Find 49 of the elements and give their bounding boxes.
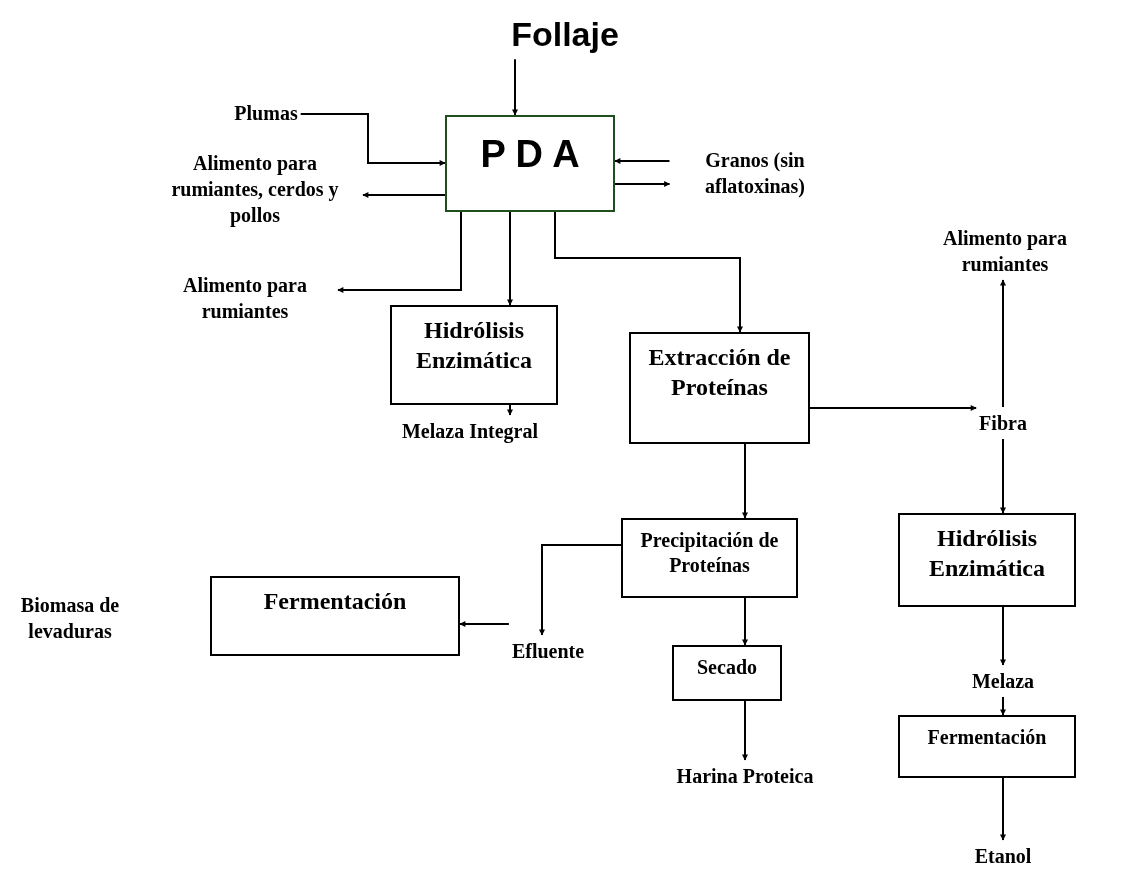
flow-label: Melaza Integral	[401, 418, 539, 444]
flow-label: Granos (sin aflatoxinas)	[672, 147, 838, 199]
arrow	[742, 700, 748, 761]
flow-label: Melaza	[971, 668, 1035, 694]
arrow	[809, 405, 978, 411]
arrow	[512, 58, 518, 116]
arrow	[1000, 279, 1006, 408]
arrow	[299, 113, 446, 166]
process-label: Hidrólisis Enzimática	[928, 524, 1046, 583]
flow-label: Harina Proteica	[676, 763, 814, 789]
arrow	[1000, 696, 1006, 716]
output-label: Biomasa de levaduras	[19, 593, 121, 644]
process-box	[898, 715, 1076, 778]
arrow	[1000, 438, 1006, 514]
arrow	[742, 443, 748, 519]
arrow	[614, 158, 671, 164]
process-label: Fermentación	[926, 725, 1048, 750]
flow-label: Alimento para rumiantes	[155, 272, 335, 324]
process-label: Precipitación de Proteínas	[639, 528, 780, 578]
arrow	[459, 621, 510, 627]
arrow	[539, 544, 622, 636]
arrow	[554, 211, 743, 333]
process-box	[672, 645, 782, 701]
arrow	[1000, 777, 1006, 841]
flow-label: Plumas	[234, 100, 298, 126]
process-box	[621, 518, 798, 598]
arrow	[742, 597, 748, 646]
flow-label: Efluente	[511, 638, 585, 664]
process-label: Fermentación	[262, 587, 408, 616]
arrow	[362, 192, 446, 198]
arrow	[507, 404, 513, 416]
process-box	[210, 576, 460, 656]
process-label: Secado	[696, 655, 758, 680]
arrow	[337, 211, 462, 293]
process-box	[898, 513, 1076, 607]
flow-label: Fibra	[979, 410, 1027, 436]
process-label: Extracción de Proteínas	[647, 343, 792, 402]
arrow	[614, 181, 671, 187]
process-box	[629, 332, 810, 444]
flow-label: Alimento para rumiantes, cerdos y pollos	[150, 150, 360, 228]
flow-label: Alimento para rumiantes	[917, 225, 1093, 277]
flow-label: Follaje	[511, 12, 619, 57]
arrow	[507, 211, 513, 306]
flow-label: Etanol	[974, 843, 1032, 869]
process-label: P D A	[479, 135, 581, 173]
process-label: Hidrólisis Enzimática	[415, 316, 533, 375]
arrow	[1000, 606, 1006, 666]
process-box	[445, 115, 615, 212]
process-box	[390, 305, 558, 405]
